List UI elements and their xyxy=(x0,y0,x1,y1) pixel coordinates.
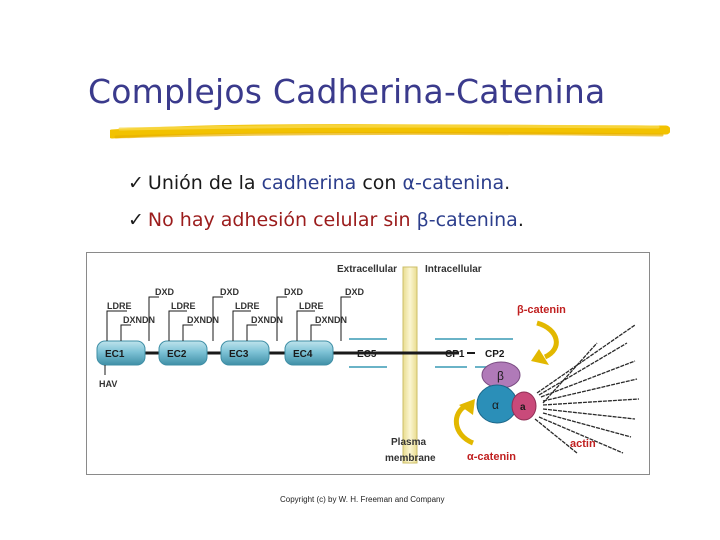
check-icon: ✓ xyxy=(128,172,144,194)
domain-ec4: EC4 xyxy=(284,340,334,366)
beta-catenin-label: β-catenin xyxy=(517,304,566,316)
beta-protein-label: β xyxy=(497,369,504,383)
bullet-1-cadherina: cadherina xyxy=(261,172,357,194)
copyright-text: Copyright (c) by W. H. Freeman and Compa… xyxy=(280,495,445,504)
a-protein-label: a xyxy=(520,402,526,413)
domain-cp2-label: CP2 xyxy=(485,349,505,360)
motif-dxd-3: DXD xyxy=(284,287,304,297)
motif-dxndn-3: DXNDN xyxy=(251,315,283,325)
motif-dxndn-2: DXNDN xyxy=(187,315,219,325)
alpha-catenin-label: α-catenin xyxy=(467,451,516,463)
check-icon: ✓ xyxy=(128,209,144,231)
slide-title: Complejos Cadherina-Catenina xyxy=(88,72,606,111)
a-protein xyxy=(511,391,537,421)
bullet-2-beta: β xyxy=(416,209,429,231)
domain-ec2-label: EC2 xyxy=(167,349,187,360)
bullet-1-text-b: con xyxy=(356,172,403,194)
domain-ec2: EC2 xyxy=(158,340,208,366)
domain-cp1-label: CP1 xyxy=(445,349,465,360)
plasma-membrane-label-1: Plasma xyxy=(391,437,426,448)
domain-ec4-label: EC4 xyxy=(293,349,313,360)
bullet-1-alpha-catenina: α-catenina xyxy=(402,172,505,194)
motif-dxd-1: DXD xyxy=(155,287,175,297)
domain-ec1: EC1 xyxy=(96,340,146,366)
bullet-1: ✓Unión de la cadherina con α-catenina. xyxy=(128,172,510,194)
intracellular-label: Intracellular xyxy=(425,264,482,275)
bullet-1-period: . xyxy=(504,172,511,194)
domain-ec3-label: EC3 xyxy=(229,349,249,360)
domain-ec1-label: EC1 xyxy=(105,349,125,360)
motif-dxndn-1: DXNDN xyxy=(123,315,155,325)
domain-ec3: EC3 xyxy=(220,340,270,366)
motif-ldre-3: LDRE xyxy=(235,301,260,311)
cadherin-diagram: Extracellular Intracellular EC1 EC2 EC3 … xyxy=(86,252,650,475)
motif-dxndn-4: DXNDN xyxy=(315,315,347,325)
actin-label: actin xyxy=(570,438,596,450)
domain-ec5: EC5 xyxy=(349,338,387,368)
bullet-2-period: . xyxy=(517,209,524,231)
plasma-membrane-label-2: membrane xyxy=(385,453,436,464)
bullet-2-text-a: No hay adhesión celular sin xyxy=(147,209,417,231)
cadherin-diagram-svg: Extracellular Intracellular EC1 EC2 EC3 … xyxy=(96,264,640,464)
motif-ldre-2: LDRE xyxy=(171,301,196,311)
motif-dxd-2: DXD xyxy=(220,287,240,297)
domain-cp1: CP1 xyxy=(435,338,467,368)
motif-ldre-1: LDRE xyxy=(107,301,132,311)
motif-ldre-4: LDRE xyxy=(299,301,324,311)
plasma-membrane xyxy=(402,266,418,464)
motif-dxd-4: DXD xyxy=(345,287,365,297)
bullet-1-text-a: Unión de la xyxy=(147,172,262,194)
actin-filaments xyxy=(534,324,640,454)
alpha-protein-label: α xyxy=(492,398,499,412)
motif-hav: HAV xyxy=(99,379,117,389)
extracellular-label: Extracellular xyxy=(337,264,397,275)
bullet-2-catenina: -catenina xyxy=(428,209,518,231)
bullet-2: ✓No hay adhesión celular sin β-catenina. xyxy=(128,209,524,231)
beta-catenin-arrow xyxy=(536,320,559,360)
title-underline xyxy=(110,124,670,139)
domain-ec5-label: EC5 xyxy=(357,349,377,360)
